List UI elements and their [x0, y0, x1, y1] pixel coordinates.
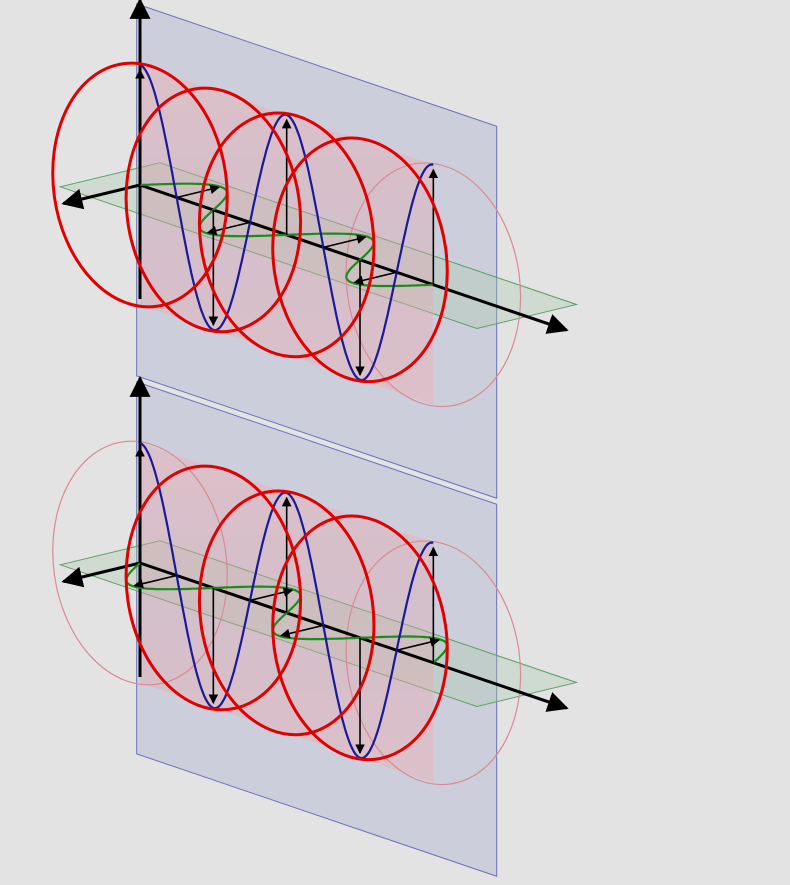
polarization-circle: [124, 86, 303, 334]
field-vector-arrow-icon: [353, 271, 397, 286]
cylinder-end-circle: [345, 540, 522, 786]
polarization-circle: [51, 61, 229, 309]
field-vector-arrow-icon: [133, 574, 177, 589]
field-vector-arrow-icon: [176, 184, 220, 199]
polarization-circle: [271, 136, 449, 384]
bottom-panel-left-circular: [52, 375, 579, 877]
cylinder-end-circle: [345, 162, 522, 408]
field-vector-arrow-icon: [206, 221, 251, 236]
top-panel-right-circular: [51, 0, 579, 499]
polarization-circle: [197, 489, 376, 737]
polarization-circle: [271, 514, 449, 762]
field-vector-arrow-icon: [323, 234, 367, 249]
polarization-circle: [197, 111, 376, 359]
field-vector-arrow-icon: [280, 624, 324, 639]
field-vector-arrow-icon: [249, 587, 294, 602]
horizontal-component-wave: [125, 562, 449, 664]
propagation-axis-arrow-icon: [139, 183, 569, 334]
polarization-circle: [124, 464, 303, 712]
field-vector-arrow-icon: [396, 637, 440, 652]
cylinder-end-circle: [52, 440, 228, 686]
